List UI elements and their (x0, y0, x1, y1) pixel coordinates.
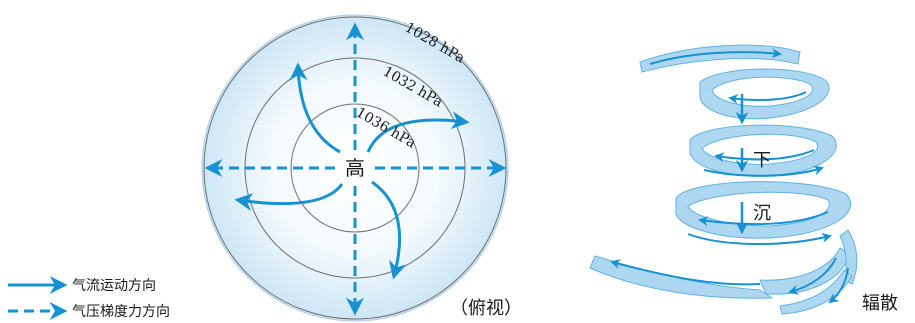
center-high-label: 高 (345, 156, 365, 180)
helix-flow-arrows (610, 48, 849, 304)
view-caption: （俯视） (450, 298, 522, 319)
airflow-arrow-upper-right (366, 111, 470, 153)
divergence-label: 辐散 (862, 293, 898, 314)
sinking-label-1: 下 (753, 150, 771, 171)
pressure-gradient-arrows (204, 22, 507, 316)
top-view: 高 1028 hPa 1032 hPa 1036 hPa （俯视） (201, 14, 522, 322)
legend-gradient-label: 气压梯度力方向 (72, 304, 170, 320)
helix-ribbon (589, 44, 858, 315)
sinking-label-2: 沉 (753, 203, 771, 224)
legend-airflow-label: 气流运动方向 (72, 278, 156, 294)
isobar-1036 (290, 103, 420, 233)
airflow-arrow-lower-left (234, 183, 344, 211)
airflow-arrow-lower-right (371, 180, 407, 280)
airflow-arrows (234, 62, 470, 280)
legend: 气流运动方向 气压梯度力方向 (8, 276, 170, 320)
side-view: 下 沉 辐散 (589, 44, 898, 315)
airflow-arrow-upper-left (289, 62, 341, 154)
high-pressure-halo (201, 14, 509, 322)
